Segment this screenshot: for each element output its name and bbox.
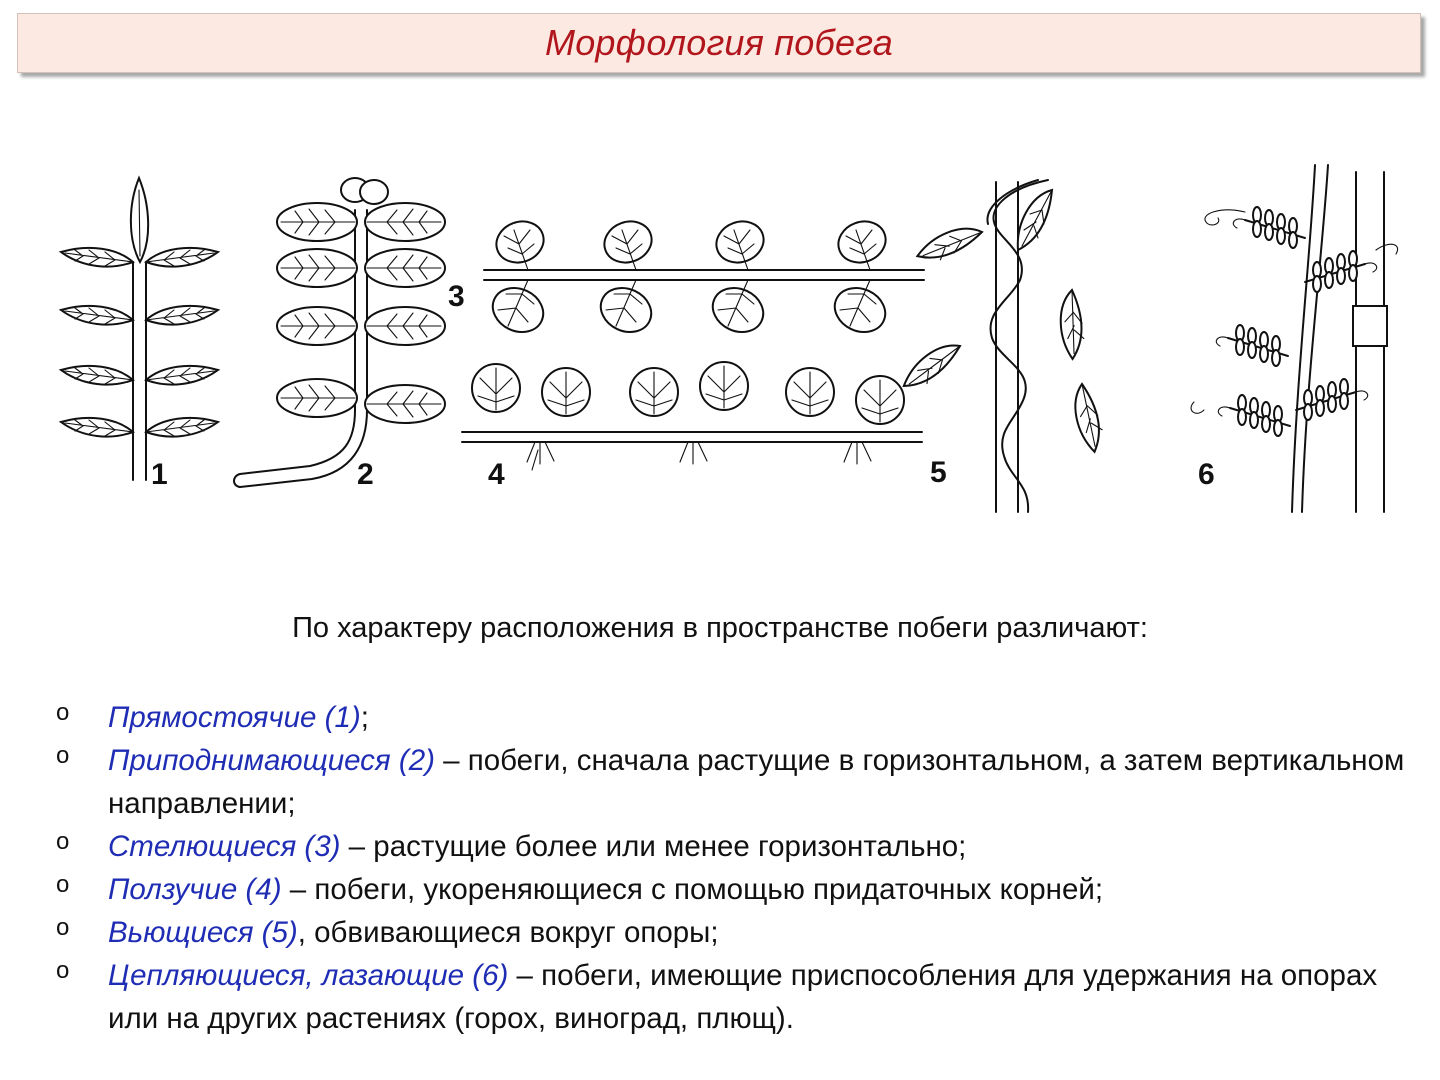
- list-item: o Цепляющиеся, лазающие (6) – побеги, им…: [50, 954, 1410, 1040]
- creeping-shoot-drawing: 4: [462, 362, 922, 491]
- intro-text: По характеру расположения в пространстве…: [0, 612, 1440, 645]
- list-item-term: Стелющиеся (3): [108, 830, 340, 863]
- list-item-description: , обвивающиеся вокруг опоры;: [298, 916, 719, 949]
- prostrate-shoot-drawing: 3: [448, 215, 924, 340]
- slide-title: Морфология побега: [545, 22, 893, 64]
- bullet-marker: o: [56, 954, 69, 988]
- list-item-term: Ползучие (4): [108, 873, 282, 906]
- figure-label-3: 3: [448, 280, 465, 313]
- figure-label-6: 6: [1198, 458, 1215, 491]
- list-item: o Ползучие (4) – побеги, укореняющиеся с…: [50, 868, 1410, 911]
- twining-shoot-drawing: 5: [904, 180, 1121, 512]
- list-item-term: Приподнимающиеся (2): [108, 744, 435, 777]
- title-banner: Морфология побега: [17, 13, 1421, 73]
- list-item-term: Вьющиеся (5): [108, 916, 298, 949]
- shoot-types-drawing: 1 2 3: [0, 150, 1440, 530]
- list-item: o Стелющиеся (3) – растущие более или ме…: [50, 825, 1410, 868]
- list-item-description: – растущие более или менее горизонтально…: [340, 830, 966, 863]
- bullet-marker: o: [56, 911, 69, 945]
- list-item: o Приподнимающиеся (2) – побеги, сначала…: [50, 739, 1410, 825]
- shoot-types-figure: 1 2 3: [0, 150, 1440, 530]
- figure-label-5: 5: [930, 456, 947, 489]
- figure-label-1: 1: [151, 458, 168, 491]
- bullet-marker: o: [56, 739, 69, 773]
- bullet-marker: o: [56, 868, 69, 902]
- list-item-term: Цепляющиеся, лазающие (6): [108, 959, 508, 992]
- list-item-description: – побеги, укореняющиеся с помощью придат…: [282, 873, 1103, 906]
- ascending-shoot-drawing: 2: [234, 178, 445, 491]
- bullet-marker: o: [56, 825, 69, 859]
- bullet-marker: o: [56, 696, 69, 730]
- list-item: o Прямостоячие (1);: [50, 696, 1410, 739]
- figure-label-4: 4: [488, 458, 505, 491]
- list-item-term: Прямостоячие (1): [108, 701, 361, 734]
- shoot-types-list: o Прямостоячие (1); o Приподнимающиеся (…: [50, 696, 1410, 1040]
- erect-shoot-drawing: 1: [61, 178, 218, 491]
- climbing-shoot-drawing: 6: [1191, 165, 1398, 512]
- list-item: o Вьющиеся (5), обвивающиеся вокруг опор…: [50, 911, 1410, 954]
- list-item-description: ;: [361, 701, 369, 734]
- figure-label-2: 2: [357, 458, 374, 491]
